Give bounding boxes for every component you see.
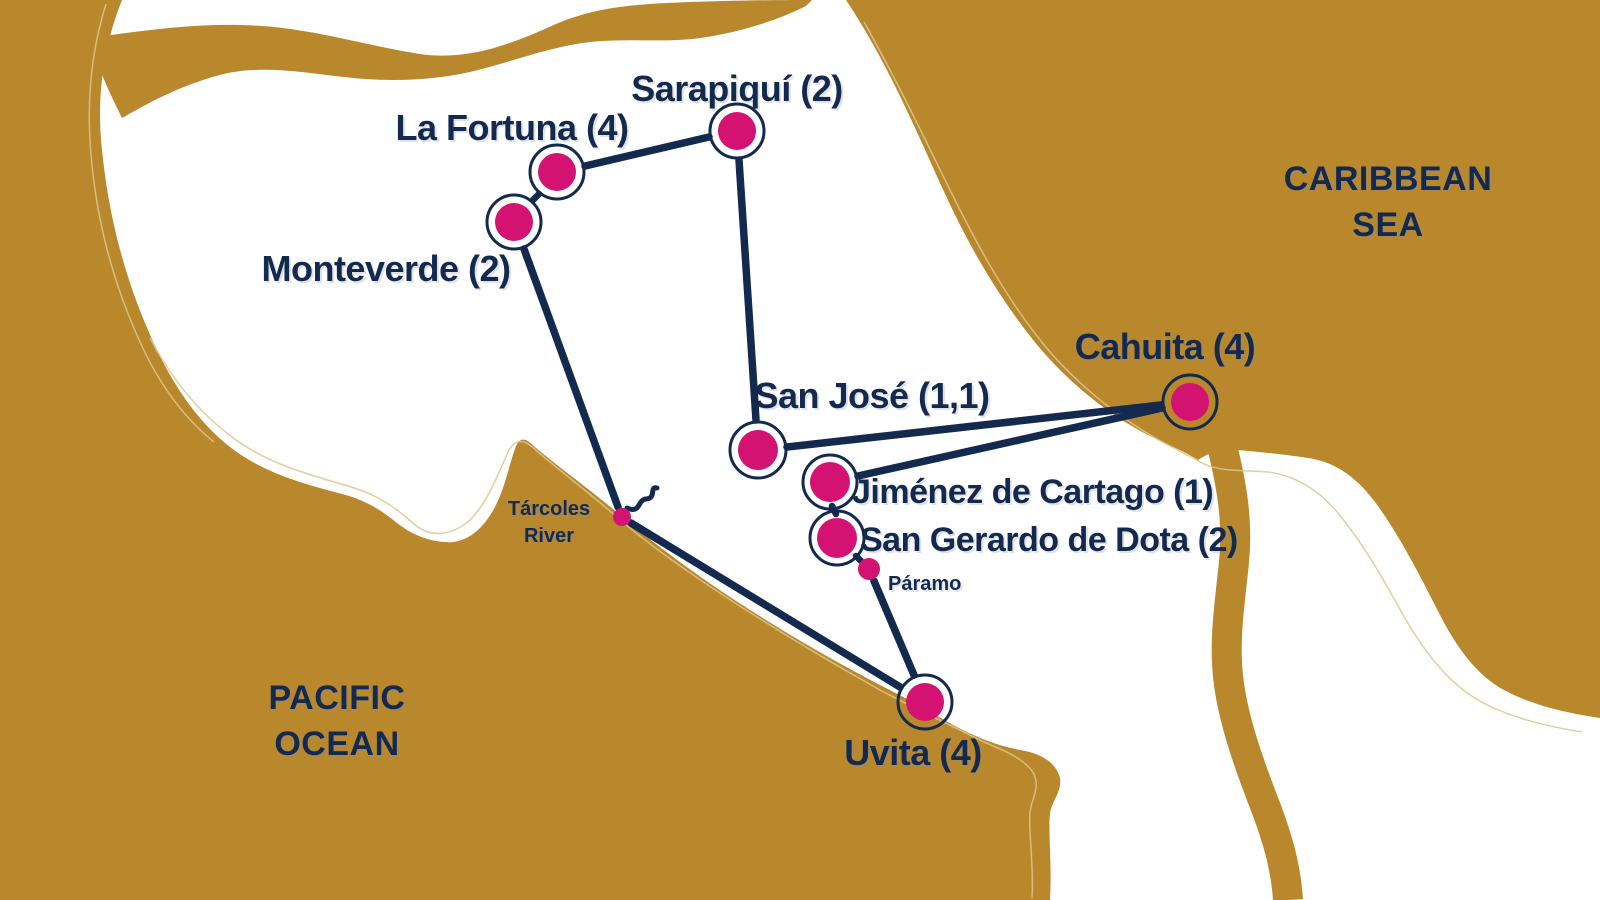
label-san-jose: San José (1,1): [754, 375, 989, 416]
marker-monteverde[interactable]: [485, 193, 543, 251]
caribbean-sea-landmass: [846, 0, 1600, 718]
coast-hairline-caribbean: [863, 21, 1583, 733]
label-pacific-ocean-line2: OCEAN: [274, 725, 399, 763]
marker-la-fortuna[interactable]: [528, 143, 586, 201]
label-sarapiqui: Sarapiquí (2): [631, 68, 843, 109]
route-tarcoles-uvita: [627, 519, 904, 691]
label-monteverde: Monteverde (2): [261, 248, 510, 289]
marker-jimenez-de-cartago[interactable]: [801, 453, 859, 511]
route-paramo-uvita: [870, 577, 918, 679]
route-la-fortuna-monteverde: [529, 190, 543, 204]
label-jimenez-de-cartago: Jiménez de Cartago (1): [852, 473, 1213, 511]
pacific-ocean-landmass: [0, 0, 1061, 900]
label-uvita: Uvita (4): [844, 732, 982, 773]
label-tarcoles-line2: River: [524, 525, 574, 547]
marker-san-gerardo-de-dota[interactable]: [808, 509, 866, 567]
marker-san-jose[interactable]: [728, 420, 788, 480]
label-cahuita: Cahuita (4): [1075, 326, 1256, 367]
route-san-jose-cahuita: [783, 401, 1165, 451]
northern-border-ribbon: [88, 0, 812, 118]
route-cahuita-jimenez: [854, 404, 1166, 480]
route-la-fortuna-sarapiqui: [581, 133, 713, 170]
label-tarcoles-line1: Tárcoles: [508, 498, 590, 520]
marker-sarapiqui[interactable]: [708, 102, 766, 160]
label-san-gerardo-de-dota: San Gerardo de Dota (2): [860, 521, 1238, 559]
coast-hairline-pacific: [149, 337, 1037, 899]
route-monteverde-tarcoles: [520, 245, 622, 511]
marker-uvita[interactable]: [896, 673, 954, 731]
label-paramo: Páramo: [888, 573, 961, 595]
label-caribbean-sea-line2: SEA: [1352, 206, 1423, 244]
markers: [485, 102, 1219, 731]
southeast-river-ribbon: [1207, 442, 1303, 900]
tarcoles-river-squiggle-icon: [624, 485, 660, 512]
label-la-fortuna: La Fortuna (4): [396, 107, 629, 148]
label-caribbean-sea-line1: CARIBBEAN: [1284, 160, 1493, 198]
marker-tarcoles-river[interactable]: [613, 508, 631, 526]
marker-paramo[interactable]: [858, 558, 880, 580]
route-sarapiqui-san-jose: [735, 156, 760, 424]
coast-hairline-west: [88, 3, 215, 443]
labels: Sarapiquí (2) La Fortuna (4) Monteverde …: [261, 68, 1493, 773]
marker-cahuita[interactable]: [1161, 373, 1219, 431]
label-pacific-ocean-line1: PACIFIC: [269, 679, 406, 717]
